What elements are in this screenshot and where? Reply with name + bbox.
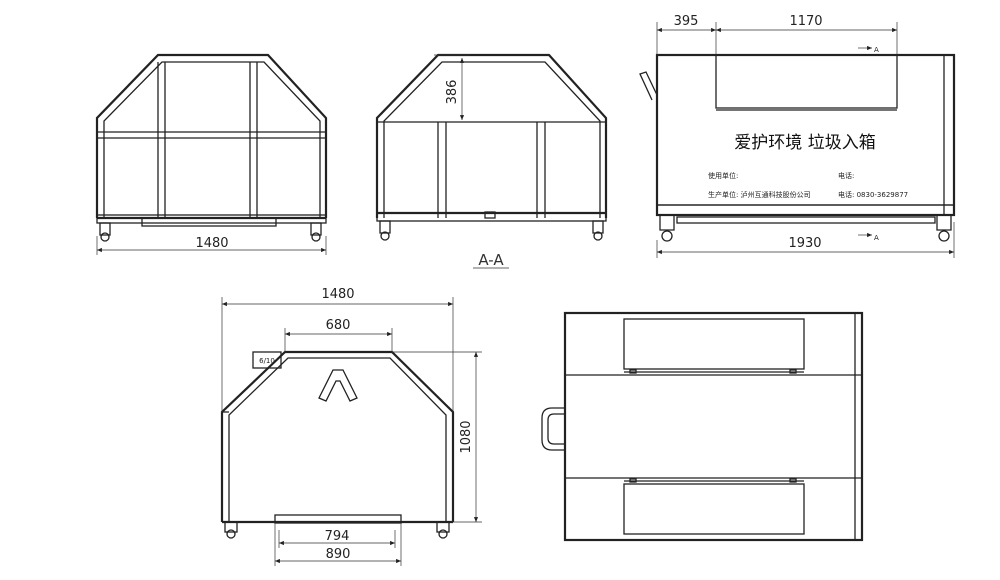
section-height-dimension: 386 — [445, 80, 460, 105]
side-top-dimension: 1170 — [789, 14, 822, 29]
base-inner-dimension: 794 — [325, 529, 350, 544]
section-mark-bottom: A — [874, 234, 879, 242]
base-outer-dimension: 890 — [326, 547, 351, 562]
sign-title: 爱护环境 垃圾入箱 — [734, 133, 875, 153]
phone-label-1: 电话: — [838, 171, 854, 180]
front-view: 1480 — [95, 53, 328, 255]
maker-label: 生产单位: 泸州互通科技股份公司 — [708, 190, 811, 199]
top-view — [541, 311, 864, 542]
front-width-dimension: 1480 — [195, 236, 228, 251]
end-opening-dimension: 680 — [326, 318, 351, 333]
section-view: 386 A-A — [375, 53, 608, 269]
section-label: A-A — [478, 251, 504, 269]
end-width-dimension: 1480 — [321, 287, 354, 302]
end-view: 6/10 1480 680 1080 794 890 — [220, 287, 482, 566]
end-view-tag: 6/10 — [259, 357, 275, 365]
user-label: 使用单位: — [708, 171, 738, 180]
side-view: 爱护环境 垃圾入箱 使用单位: 电话: 生产单位: 泸州互通科技股份公司 电话:… — [639, 14, 956, 258]
phone-label-2: 电话: 0830-3629877 — [838, 190, 908, 199]
side-left-dimension: 395 — [674, 14, 699, 29]
side-length-dimension: 1930 — [788, 236, 821, 251]
section-mark-top: A — [874, 46, 879, 54]
end-height-dimension: 1080 — [459, 420, 474, 453]
